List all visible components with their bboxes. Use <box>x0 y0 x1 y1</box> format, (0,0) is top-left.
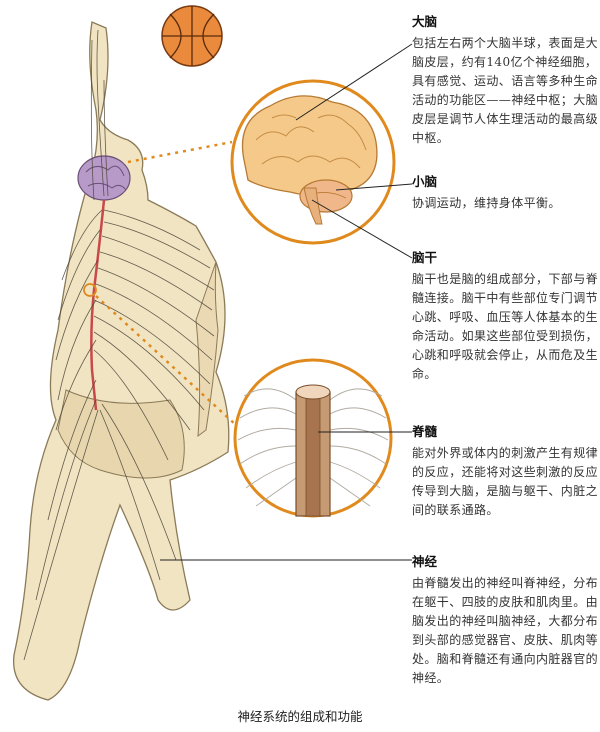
entry-title: 脑干 <box>412 250 438 265</box>
entry-text: 脑干也是脑的组成部分，下部与脊髓连接。脑干中有些部位专门调节心跳、呼吸、血压等人… <box>412 272 599 381</box>
entry-text: 能对外界或体内的刺激产生有规律的反应，还能将对这些刺激的反应传导到大脑，是脑与躯… <box>412 446 599 517</box>
entry-title: 脊髓 <box>412 424 438 439</box>
entry-title: 大脑 <box>412 14 438 29</box>
spinal-cord-inset <box>233 358 393 518</box>
entry-text: 由脊髓发出的神经叫脊神经，分布在躯干、四肢的皮肤和肌肉里。由脑发出的神经叫脑神经… <box>412 576 599 685</box>
spinal-cord-line <box>90 199 106 411</box>
entry-text: 包括左右两个大脑半球，表面是大脑皮层，约有140亿个神经细胞，具有感觉、运动、语… <box>412 36 599 145</box>
brain-inset <box>230 79 396 245</box>
entry-spinal-cord: 脊髓 能对外界或体内的刺激产生有规律的反应，还能将对这些刺激的反应传导到大脑，是… <box>412 424 600 520</box>
figure-caption: 神经系统的组成和功能 <box>237 709 363 724</box>
entry-text: 协调运动，维持身体平衡。 <box>412 196 561 210</box>
entry-brainstem: 脑干 脑干也是脑的组成部分，下部与脊髓连接。脑干中有些部位专门调节心跳、呼吸、血… <box>412 250 600 384</box>
basketball-icon <box>161 5 223 67</box>
entry-brain: 大脑 包括左右两个大脑半球，表面是大脑皮层，约有140亿个神经细胞，具有感觉、运… <box>412 14 600 148</box>
entry-title: 小脑 <box>412 174 438 189</box>
entry-cerebellum: 小脑 协调运动，维持身体平衡。 <box>412 174 600 213</box>
entry-nerves: 神经 由脊髓发出的神经叫脊神经，分布在躯干、四肢的皮肤和肌肉里。由脑发出的神经叫… <box>412 554 600 688</box>
human-figure <box>12 21 230 701</box>
entry-title: 神经 <box>412 554 438 569</box>
